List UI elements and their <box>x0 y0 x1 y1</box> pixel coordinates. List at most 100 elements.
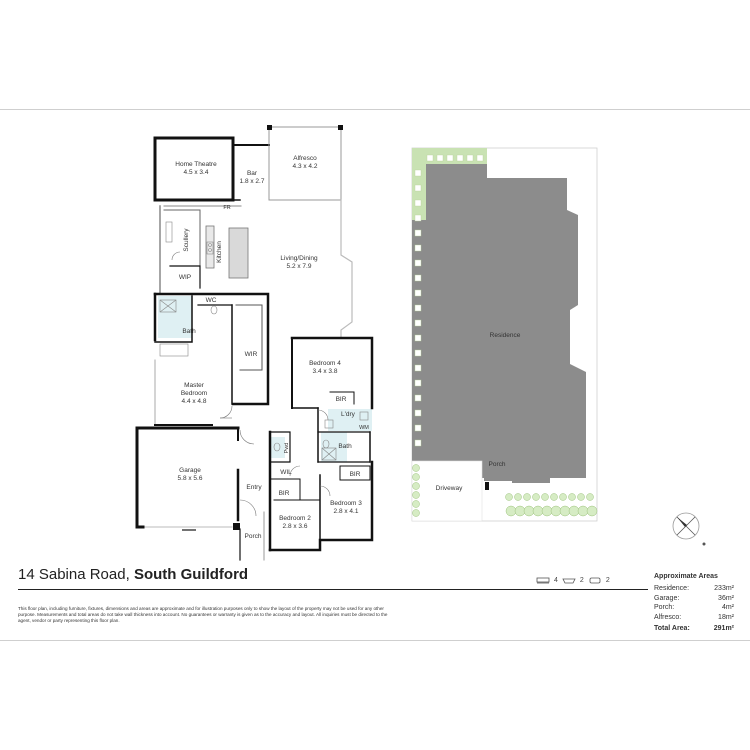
area-value: 233m² <box>714 585 734 592</box>
lawn-tile <box>414 259 422 267</box>
tree-icon <box>514 505 526 517</box>
alfresco-dim: 4.3 x 4.2 <box>293 163 318 170</box>
total-area-row: Total Area:291m² <box>654 625 734 635</box>
wc-label: WC <box>206 297 217 304</box>
wip-label: WIP <box>179 274 191 281</box>
tree-icon <box>514 493 522 501</box>
wir-label: WIR <box>245 351 258 358</box>
tree-icon <box>532 505 544 517</box>
lawn-tile <box>414 199 422 207</box>
bottom-rule <box>0 640 750 641</box>
garage-label: Garage <box>179 467 201 474</box>
tree-icon <box>412 464 420 472</box>
bedroom3-dim: 2.8 x 4.1 <box>334 508 359 515</box>
lawn-tile <box>414 379 422 387</box>
alfresco-label: Alfresco <box>293 155 317 162</box>
kitchen-label: Kitchen <box>216 241 223 263</box>
lawn-tile <box>414 229 422 237</box>
bath-master-label: Bath <box>182 328 196 335</box>
tree-icon <box>523 505 535 517</box>
area-row: Alfresco: 18m² <box>654 614 734 624</box>
area-label: Alfresco: <box>654 613 682 621</box>
area-row: Garage: 36m² <box>654 595 734 605</box>
bedroom4-dim: 3.4 x 3.8 <box>313 368 338 375</box>
walls <box>135 125 374 561</box>
tree-icon <box>586 505 598 517</box>
room-labels: Home Theatre 4.5 x 3.4 Bar 1.8 x 2.7 Alf… <box>175 155 369 540</box>
residence-label: Residence <box>490 332 521 339</box>
bath-icon <box>562 578 576 584</box>
lawn-tile <box>414 394 422 402</box>
area-value: 36m² <box>718 594 734 602</box>
driveway-label: Driveway <box>436 485 463 492</box>
living-label: Living/Dining <box>280 255 318 262</box>
bath-label: Bath <box>338 443 352 450</box>
property-address: 14 Sabina Road, South Guildford <box>18 566 248 583</box>
laundry-label: L'dry <box>341 411 356 418</box>
area-value: 4m² <box>721 604 734 611</box>
lawn-tile <box>426 154 434 162</box>
street-address: 14 Sabina Road, <box>18 566 130 583</box>
fridge-label: FR <box>223 205 230 211</box>
lawn-tile <box>446 154 454 162</box>
tree-icon <box>505 505 517 517</box>
tree-icon <box>412 509 420 517</box>
area-label: Residence: <box>654 585 690 592</box>
lawn-tile <box>414 304 422 312</box>
lawn-tile <box>414 319 422 327</box>
tree-icon <box>568 493 576 501</box>
lawn-tile <box>436 154 444 162</box>
site-porch-label: Porch <box>489 461 506 468</box>
door-swings <box>171 251 331 517</box>
tree-icon <box>412 473 420 481</box>
lawn-tile <box>414 244 422 252</box>
bath-count: 2 <box>579 576 584 584</box>
area-value: 18m² <box>718 613 734 621</box>
bir4-label: BIR <box>336 396 347 403</box>
tree-icon <box>412 500 420 508</box>
car-icon <box>589 577 601 584</box>
lawn-tile <box>414 364 422 372</box>
lawn-tile <box>414 184 422 192</box>
lawn-tile <box>414 289 422 297</box>
powder-label: Pwd <box>284 443 290 454</box>
lawn-tile <box>414 169 422 177</box>
tree-icon <box>532 493 540 501</box>
bed-count: 4 <box>554 576 558 584</box>
bedroom2-label: Bedroom 2 <box>279 515 311 522</box>
site-plan: Residence Porch Driveway <box>411 147 598 522</box>
lawn-tile <box>476 154 484 162</box>
tree-icon <box>559 505 571 517</box>
home-theatre-label: Home Theatre <box>175 161 217 168</box>
lawn-tile <box>414 349 422 357</box>
lawn-tile <box>414 424 422 432</box>
scullery-label: Scullery <box>183 228 190 252</box>
compass-icon <box>672 512 706 546</box>
wm-label: WM <box>359 425 369 431</box>
master-label-2: Bedroom <box>181 390 207 397</box>
tree-icon <box>541 493 549 501</box>
porch-label: Porch <box>245 533 262 540</box>
lawn-tile <box>414 409 422 417</box>
disclaimer-text: This floor plan, including furniture, fi… <box>18 606 388 624</box>
lawn-tile <box>414 214 422 222</box>
top-rule <box>0 109 750 110</box>
tree-icon <box>559 493 567 501</box>
tree-icon <box>568 505 580 517</box>
tree-icon <box>412 482 420 490</box>
tree-icon <box>550 505 562 517</box>
wil-label: WIL <box>280 469 292 476</box>
bedroom4-label: Bedroom 4 <box>309 360 341 367</box>
bir3-label: BIR <box>350 471 361 478</box>
master-label: Master <box>184 382 205 389</box>
area-row: Residence: 233m² <box>654 585 734 595</box>
area-label: Garage: <box>654 594 680 602</box>
fixtures <box>159 221 369 531</box>
title-underline <box>18 589 648 590</box>
area-row: Porch:4m² <box>654 604 734 614</box>
tree-icon <box>550 493 558 501</box>
home-theatre-dim: 4.5 x 3.4 <box>184 169 209 176</box>
total-area-value: 291m² <box>713 625 734 632</box>
lawn-tile <box>414 439 422 447</box>
tree-icon <box>586 493 594 501</box>
